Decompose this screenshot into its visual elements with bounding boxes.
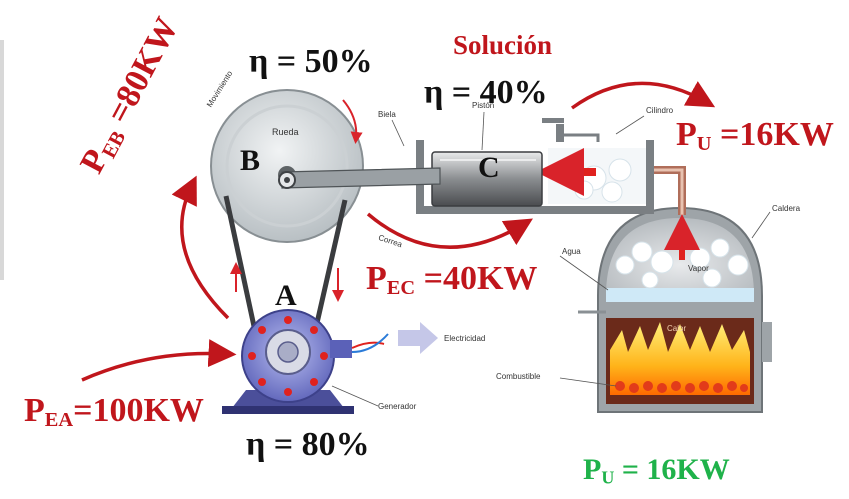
point-b-label: B <box>240 144 261 177</box>
power-ea-base: P <box>24 392 45 429</box>
power-ea-label: PEA=100KW <box>24 394 204 431</box>
flow-arrow-input <box>81 339 237 382</box>
electricity-arrow <box>398 322 438 354</box>
part-cilindro: Cilindro <box>646 106 674 115</box>
part-agua: Agua <box>562 247 581 256</box>
solution-title: Solución <box>453 30 553 60</box>
power-u-result-base: P <box>583 453 602 486</box>
power-u-top-value: =16KW <box>711 116 834 153</box>
power-u-result-label: PU = 16KW <box>583 455 730 487</box>
flow-arrow-a-to-b <box>171 175 230 320</box>
connecting-rod <box>281 167 441 189</box>
part-combustible: Combustible <box>496 372 541 381</box>
flow-arrow-b-to-c <box>366 212 533 249</box>
flow-arrow-output <box>570 81 716 110</box>
part-piston: Pistón <box>472 101 495 110</box>
power-ec-sub: EC <box>386 277 416 300</box>
wheel <box>210 89 364 243</box>
part-calor: Calor <box>667 324 687 333</box>
power-u-top-base: P <box>676 116 697 153</box>
part-generador: Generador <box>378 402 417 411</box>
part-rueda: Rueda <box>272 127 299 137</box>
edge-mark <box>0 40 4 280</box>
piston-efficiency: η = 40% <box>424 74 548 111</box>
wheel-efficiency: η = 50% <box>249 43 373 80</box>
power-ec-label: PEC =40KW <box>366 262 537 299</box>
part-biela: Biela <box>378 110 396 119</box>
power-u-result-sub: U <box>601 467 615 488</box>
power-u-top-label: PU =16KW <box>676 118 834 155</box>
power-ec-base: P <box>366 260 387 297</box>
generator <box>222 309 389 414</box>
power-ec-value: =40KW <box>415 260 538 297</box>
power-ea-sub: EA <box>44 409 74 432</box>
generator-efficiency: η = 80% <box>246 426 370 463</box>
boiler <box>578 206 772 413</box>
part-vapor: Vapor <box>688 264 709 273</box>
part-electricidad: Electricidad <box>444 334 486 343</box>
power-u-top-sub: U <box>696 133 712 156</box>
power-u-result-value: = 16KW <box>614 453 730 486</box>
part-caldera: Caldera <box>772 204 801 213</box>
point-c-label: C <box>478 151 500 184</box>
power-ea-value: =100KW <box>73 392 204 429</box>
point-a-label: A <box>275 279 297 312</box>
